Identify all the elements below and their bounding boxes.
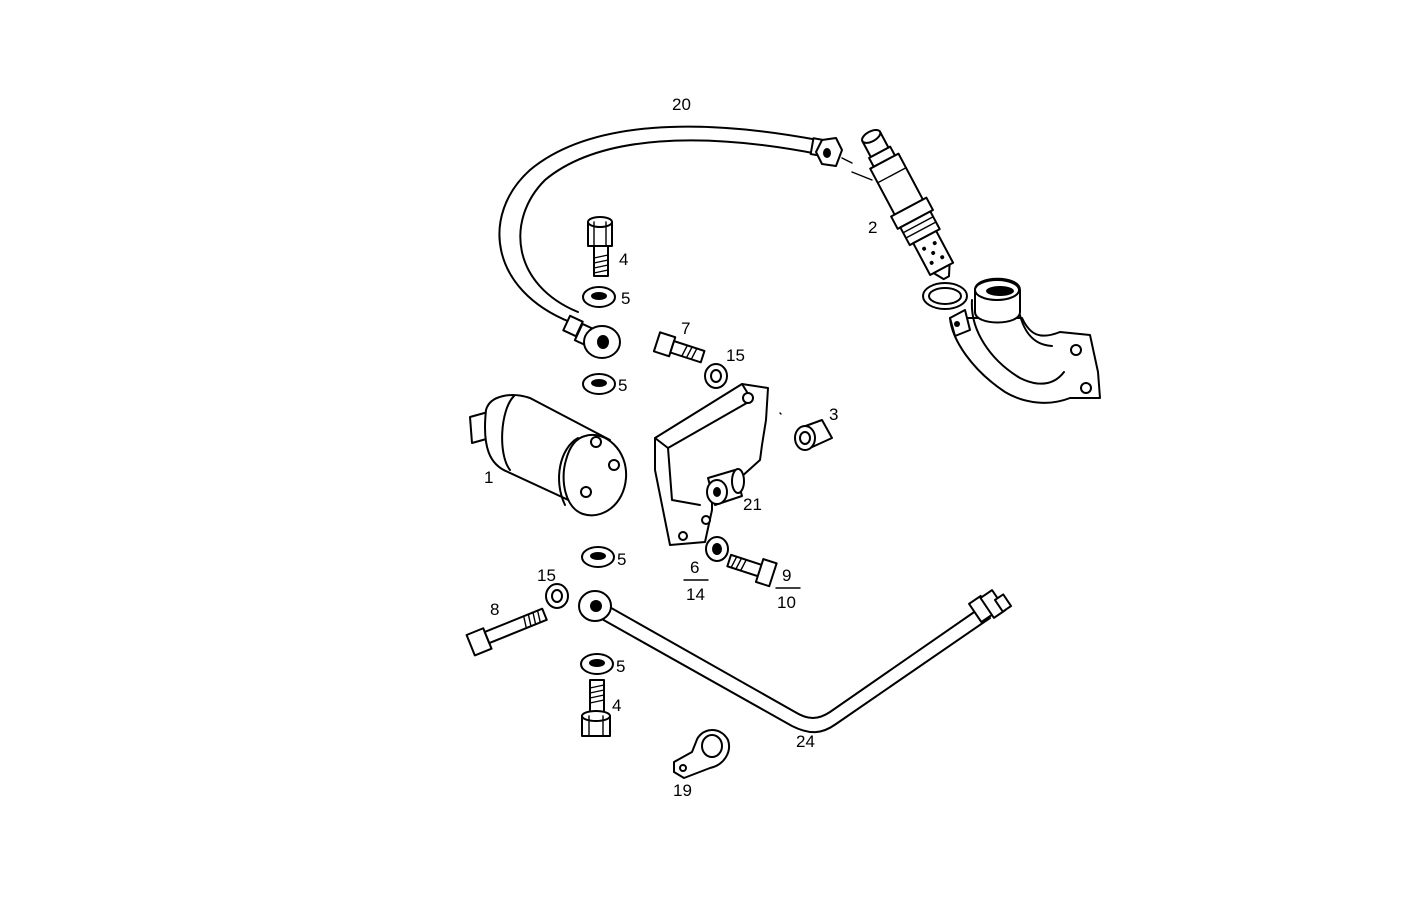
label-8: 8 bbox=[490, 600, 499, 619]
label-5-a: 5 bbox=[621, 289, 630, 308]
leader-line-2 bbox=[851, 171, 873, 181]
bolt-7 bbox=[652, 331, 706, 364]
label-1: 1 bbox=[484, 468, 493, 487]
label-24: 24 bbox=[796, 732, 815, 751]
bolt-8 bbox=[465, 607, 548, 657]
label-10: 10 bbox=[777, 593, 796, 612]
clip-19 bbox=[673, 729, 730, 779]
banjo-bolt-4-top bbox=[587, 216, 613, 277]
label-5-c: 5 bbox=[617, 550, 626, 569]
label-15-bottom: 15 bbox=[537, 566, 556, 585]
washer-6-14 bbox=[705, 536, 729, 562]
label-21: 21 bbox=[743, 495, 762, 514]
label-2: 2 bbox=[868, 218, 877, 237]
filter-1 bbox=[469, 394, 628, 517]
sealing-ring bbox=[922, 282, 968, 310]
pipe-24 bbox=[578, 589, 1013, 734]
part-labels: 20 2 4 5 7 15 5 3 1 21 5 6 14 9 10 15 8 … bbox=[484, 95, 877, 800]
label-3: 3 bbox=[829, 405, 838, 424]
label-7: 7 bbox=[681, 319, 690, 338]
washer-5-c bbox=[581, 546, 615, 568]
label-5-b: 5 bbox=[618, 376, 627, 395]
bolt-9-10 bbox=[726, 553, 778, 588]
banjo-bolt-4-bottom bbox=[581, 679, 611, 737]
bracket-21 bbox=[654, 383, 782, 546]
label-20: 20 bbox=[672, 95, 691, 114]
bushing-3 bbox=[794, 419, 833, 451]
label-15-top: 15 bbox=[726, 346, 745, 365]
label-14: 14 bbox=[686, 585, 705, 604]
label-5-d: 5 bbox=[616, 657, 625, 676]
label-9: 9 bbox=[782, 566, 791, 585]
washer-15-bottom bbox=[545, 583, 569, 609]
elbow-manifold bbox=[949, 277, 1101, 404]
injector-2 bbox=[861, 128, 955, 281]
washer-15-top bbox=[704, 363, 728, 389]
washer-5-b bbox=[582, 373, 616, 395]
washer-5-d bbox=[580, 653, 614, 675]
label-19: 19 bbox=[673, 781, 692, 800]
label-6: 6 bbox=[690, 558, 699, 577]
washer-5-a bbox=[582, 286, 616, 308]
label-4-bottom: 4 bbox=[612, 696, 621, 715]
hose-20 bbox=[498, 125, 853, 359]
label-4-top: 4 bbox=[619, 250, 628, 269]
